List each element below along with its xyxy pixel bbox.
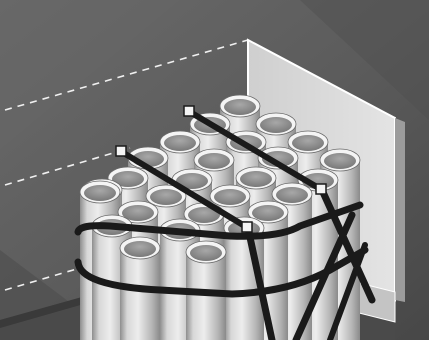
cylinder-opening [124, 241, 156, 257]
cylinder-opening [84, 185, 116, 201]
buckle-icon [242, 222, 252, 232]
cylinder-opening [240, 171, 272, 187]
buckle-icon [116, 146, 126, 156]
cylinder-opening [324, 153, 356, 169]
cylinder-opening [224, 99, 256, 115]
buckle-icon [184, 106, 194, 116]
cylinder-opening [260, 117, 292, 133]
end-wall-side [395, 118, 405, 302]
buckle-icon [316, 184, 326, 194]
cylinder-opening [164, 135, 196, 151]
cylinder-opening [214, 189, 246, 205]
cylinder-opening [252, 205, 284, 221]
cylinder-opening [190, 245, 222, 261]
cylinder-opening [292, 135, 324, 151]
cylinder-opening [276, 187, 308, 203]
cylinder-opening [150, 189, 182, 205]
cylinder-body [120, 248, 160, 340]
cylinder-opening [198, 153, 230, 169]
